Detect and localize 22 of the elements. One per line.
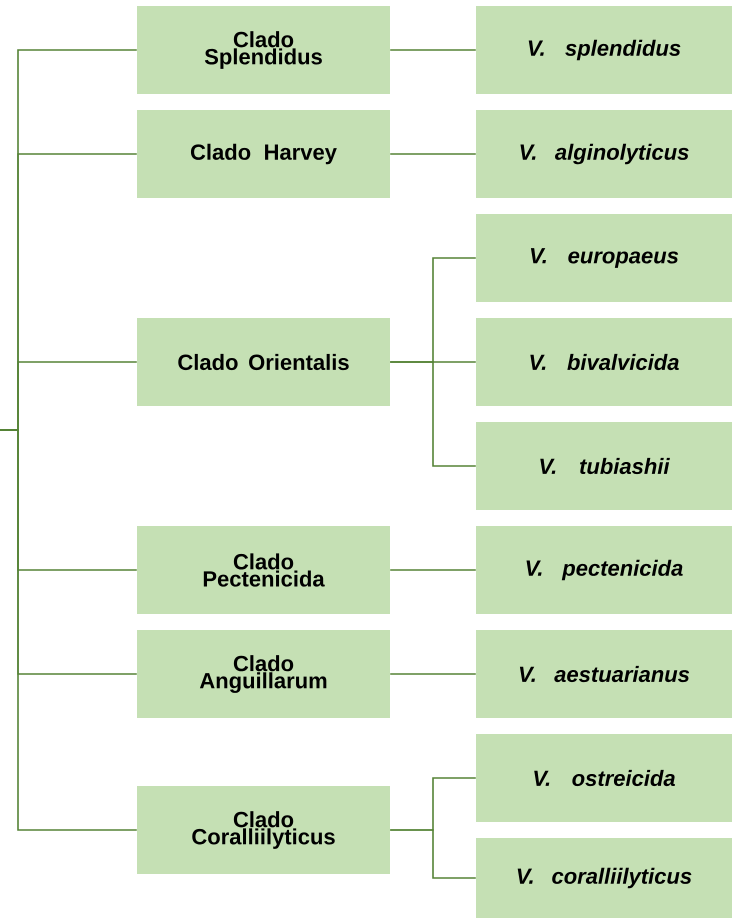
species-box: V. bivalvicida (476, 318, 732, 406)
species-box: V. ostreicida (476, 734, 732, 822)
clade-box: Clado Harvey (137, 110, 390, 198)
species-box: V. pectenicida (476, 526, 732, 614)
connector-line (390, 829, 476, 879)
species-box: V. aestuarianus (476, 630, 732, 718)
species-box: V. europaeus (476, 214, 732, 302)
species-box: V. tubiashii (476, 422, 732, 510)
clade-box: Clado Splendidus (137, 6, 390, 94)
species-box: V. coralliilyticus (476, 838, 732, 918)
connector-line (390, 49, 476, 51)
clade-box: Clado Pectenicida (137, 526, 390, 614)
connector-line (390, 361, 476, 467)
connector-line (390, 569, 476, 571)
connector-line (390, 673, 476, 675)
clade-box: Clado Orientalis (137, 318, 390, 406)
connector-line (0, 429, 137, 831)
species-box: V. splendidus (476, 6, 732, 94)
clade-box: Clado Anguillarum (137, 630, 390, 718)
species-box: V. alginolyticus (476, 110, 732, 198)
connector-line (390, 153, 476, 155)
clade-box: Clado Coralliilyticus (137, 786, 390, 874)
